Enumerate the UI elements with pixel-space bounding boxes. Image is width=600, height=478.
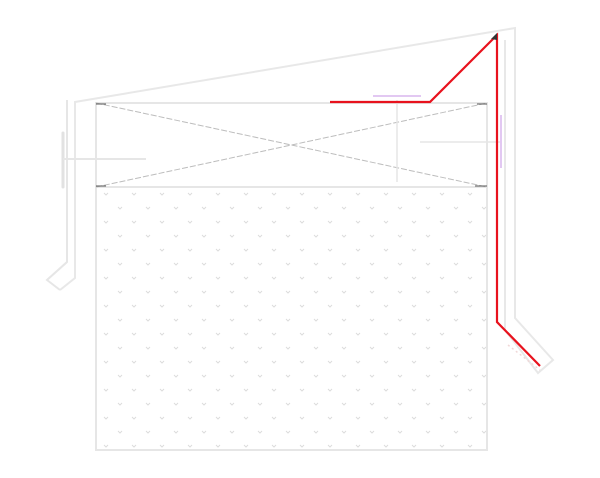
top-cavity — [95, 102, 488, 188]
outer-flashing-line — [59, 26, 555, 375]
left-drip-edge — [45, 100, 68, 291]
cross-line — [95, 102, 488, 188]
accent-mark — [507, 344, 541, 371]
cross-line — [95, 102, 488, 188]
arrow-head-icon — [491, 33, 497, 40]
insulation-fill — [95, 186, 488, 451]
